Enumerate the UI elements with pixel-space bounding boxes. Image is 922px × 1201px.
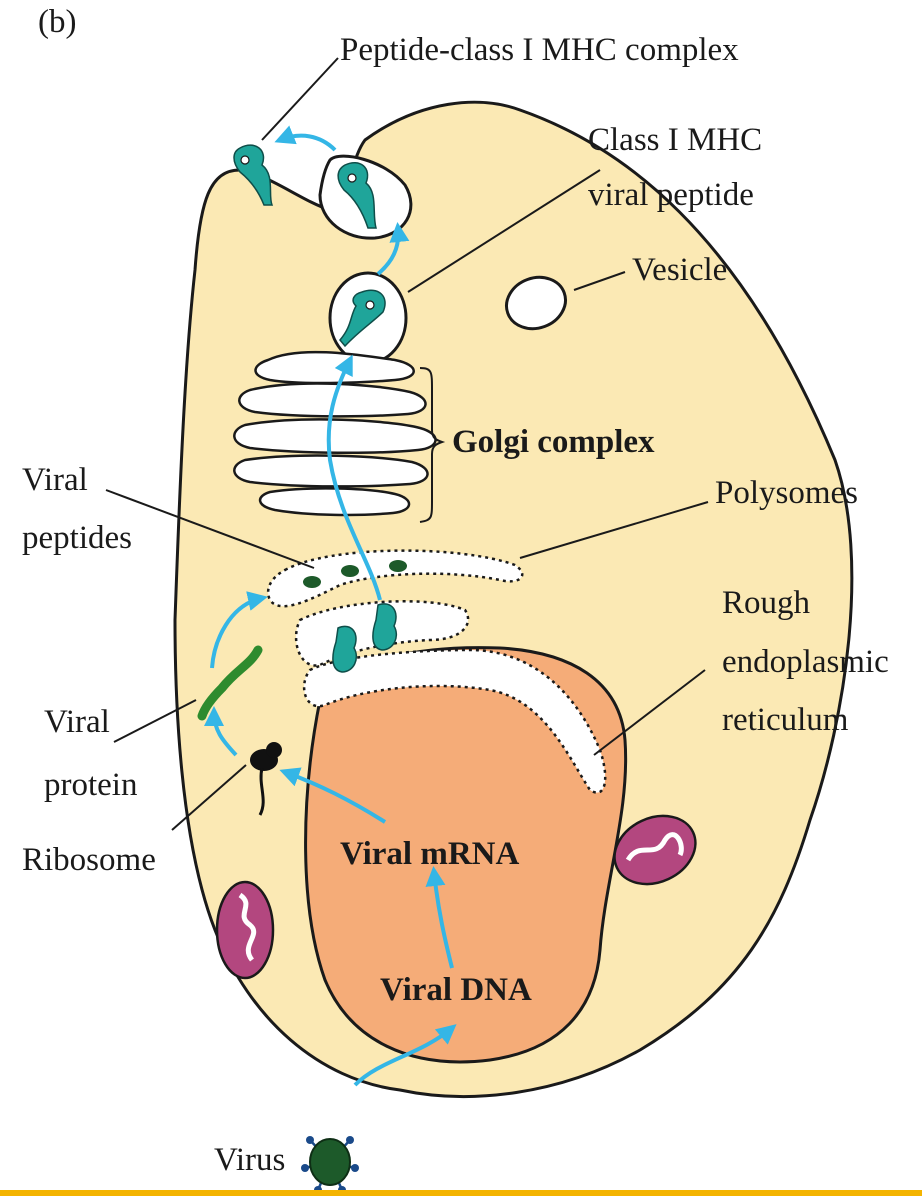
label-polysomes: Polysomes bbox=[715, 475, 858, 511]
label-peptide-mhc-complex: Peptide-class I MHC complex bbox=[340, 32, 739, 68]
label-viral-peptides-line2: peptides bbox=[22, 520, 132, 556]
label-rer-line2: endoplasmic bbox=[722, 644, 889, 680]
label-virus: Virus bbox=[214, 1142, 285, 1178]
label-rer-line3: reticulum bbox=[722, 702, 849, 738]
mitochondrion-left bbox=[217, 882, 273, 978]
label-viral-mrna: Viral mRNA bbox=[340, 836, 519, 872]
label-viral-dna: Viral DNA bbox=[380, 972, 532, 1008]
label-viral-peptides-line1: Viral bbox=[22, 462, 88, 498]
label-vesicle: Vesicle bbox=[632, 252, 727, 288]
label-class1-mhc-line2: viral peptide bbox=[588, 177, 754, 213]
arrow-pocket-to-surface bbox=[280, 136, 335, 150]
label-ribosome: Ribosome bbox=[22, 842, 156, 878]
label-viral-protein-line1: Viral bbox=[44, 704, 110, 740]
label-class1-mhc-line1: Class I MHC bbox=[588, 122, 762, 158]
label-golgi: Golgi complex bbox=[452, 424, 655, 460]
label-rer-line1: Rough bbox=[722, 585, 811, 621]
panel-label: (b) bbox=[38, 4, 76, 40]
label-viral-protein-line2: protein bbox=[44, 767, 137, 803]
virus-particle bbox=[301, 1136, 359, 1194]
bottom-accent-bar bbox=[0, 1190, 922, 1196]
